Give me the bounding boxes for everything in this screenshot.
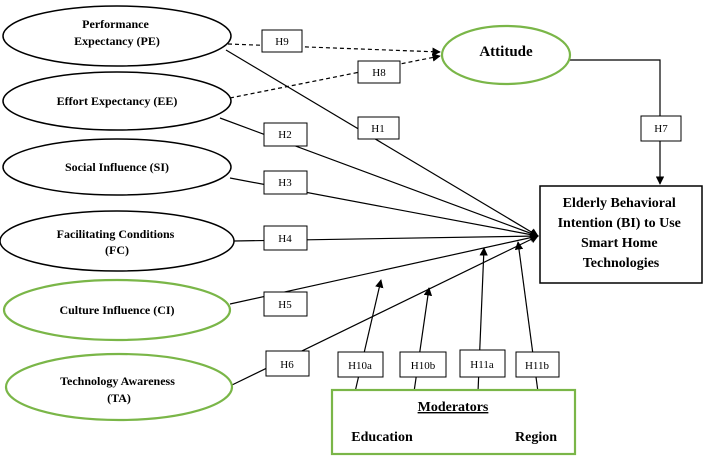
construct-fc: Facilitating Conditions (FC) bbox=[0, 210, 235, 272]
hypothesis-h3: H3 bbox=[263, 170, 308, 195]
hypothesis-h5: H5 bbox=[263, 291, 308, 317]
construct-ee-label: Effort Expectancy (EE) bbox=[57, 94, 178, 108]
construct-ta-shape bbox=[4, 352, 234, 422]
moderators-title: Moderators bbox=[418, 400, 489, 415]
construct-si-shape bbox=[2, 138, 232, 196]
construct-ee-shape bbox=[2, 71, 232, 131]
construct-attitude-shape bbox=[440, 24, 572, 86]
path-pe-attitude bbox=[227, 43, 441, 56]
hypothesis-h8: H8 bbox=[357, 60, 401, 84]
construct-ta-label: Technology Awareness (TA) bbox=[60, 374, 178, 405]
hypothesis-h7: H7 bbox=[640, 115, 682, 142]
hypothesis-h6-label: H6 bbox=[280, 359, 294, 371]
construct-bi-label: Elderly Behavioral Intention (BI) to Use… bbox=[558, 196, 685, 271]
hypothesis-h10b: H10b bbox=[399, 351, 447, 378]
construct-pe: Performance Expectancy (PE) bbox=[2, 5, 232, 67]
construct-attitude-label: Attitude bbox=[479, 44, 533, 60]
path-attitude-bi bbox=[570, 59, 665, 185]
hypothesis-h11b: H11b bbox=[515, 351, 560, 378]
construct-bi-box bbox=[539, 185, 703, 284]
hypothesis-h9-label: H9 bbox=[275, 36, 289, 48]
hypothesis-h7-label: H7 bbox=[654, 123, 668, 135]
path-pe-bi bbox=[225, 49, 539, 237]
construct-ci-shape bbox=[2, 278, 232, 342]
construct-pe-shape bbox=[2, 5, 232, 67]
hypothesis-h10b-label: H10b bbox=[411, 360, 436, 372]
hypothesis-h11a-label: H11a bbox=[470, 359, 494, 371]
hypothesis-h4: H4 bbox=[263, 225, 308, 251]
construct-ta: Technology Awareness (TA) bbox=[4, 352, 234, 422]
moderators-group: Moderators Education Region bbox=[330, 388, 577, 456]
construct-fc-shape bbox=[0, 210, 235, 272]
construct-ci-label: Culture Influence (CI) bbox=[59, 303, 174, 317]
construct-attitude: Attitude bbox=[440, 24, 572, 86]
hypothesis-h3-label: H3 bbox=[278, 177, 292, 189]
hypothesis-h9: H9 bbox=[261, 29, 303, 53]
hypothesis-h1: H1 bbox=[357, 116, 400, 140]
path-ee-attitude bbox=[229, 53, 441, 99]
hypothesis-h5-label: H5 bbox=[278, 299, 292, 311]
hypothesis-h10a: H10a bbox=[337, 351, 384, 378]
hypothesis-h11a: H11a bbox=[459, 349, 506, 378]
hypothesis-h2-label: H2 bbox=[278, 129, 291, 141]
construct-si-label: Social Influence (SI) bbox=[65, 160, 169, 174]
construct-si: Social Influence (SI) bbox=[2, 138, 232, 196]
construct-pe-label: Performance Expectancy (PE) bbox=[74, 17, 160, 48]
hypothesis-h1-label: H1 bbox=[371, 123, 384, 135]
hypothesis-h2: H2 bbox=[263, 122, 308, 147]
hypothesis-h8-label: H8 bbox=[372, 67, 386, 79]
construct-fc-label: Facilitating Conditions (FC) bbox=[57, 227, 178, 257]
construct-ci: Culture Influence (CI) bbox=[2, 278, 232, 342]
hypothesis-h10a-label: H10a bbox=[348, 360, 372, 372]
moderators-box bbox=[330, 388, 577, 456]
moderator-education: Education bbox=[351, 430, 413, 445]
hypothesis-h11b-label: H11b bbox=[525, 360, 550, 372]
hypothesis-h6: H6 bbox=[265, 350, 310, 377]
construct-ee: Effort Expectancy (EE) bbox=[2, 71, 232, 131]
construct-bi: Elderly Behavioral Intention (BI) to Use… bbox=[539, 185, 703, 284]
moderator-region: Region bbox=[515, 430, 557, 445]
hypothesis-h4-label: H4 bbox=[278, 233, 292, 245]
